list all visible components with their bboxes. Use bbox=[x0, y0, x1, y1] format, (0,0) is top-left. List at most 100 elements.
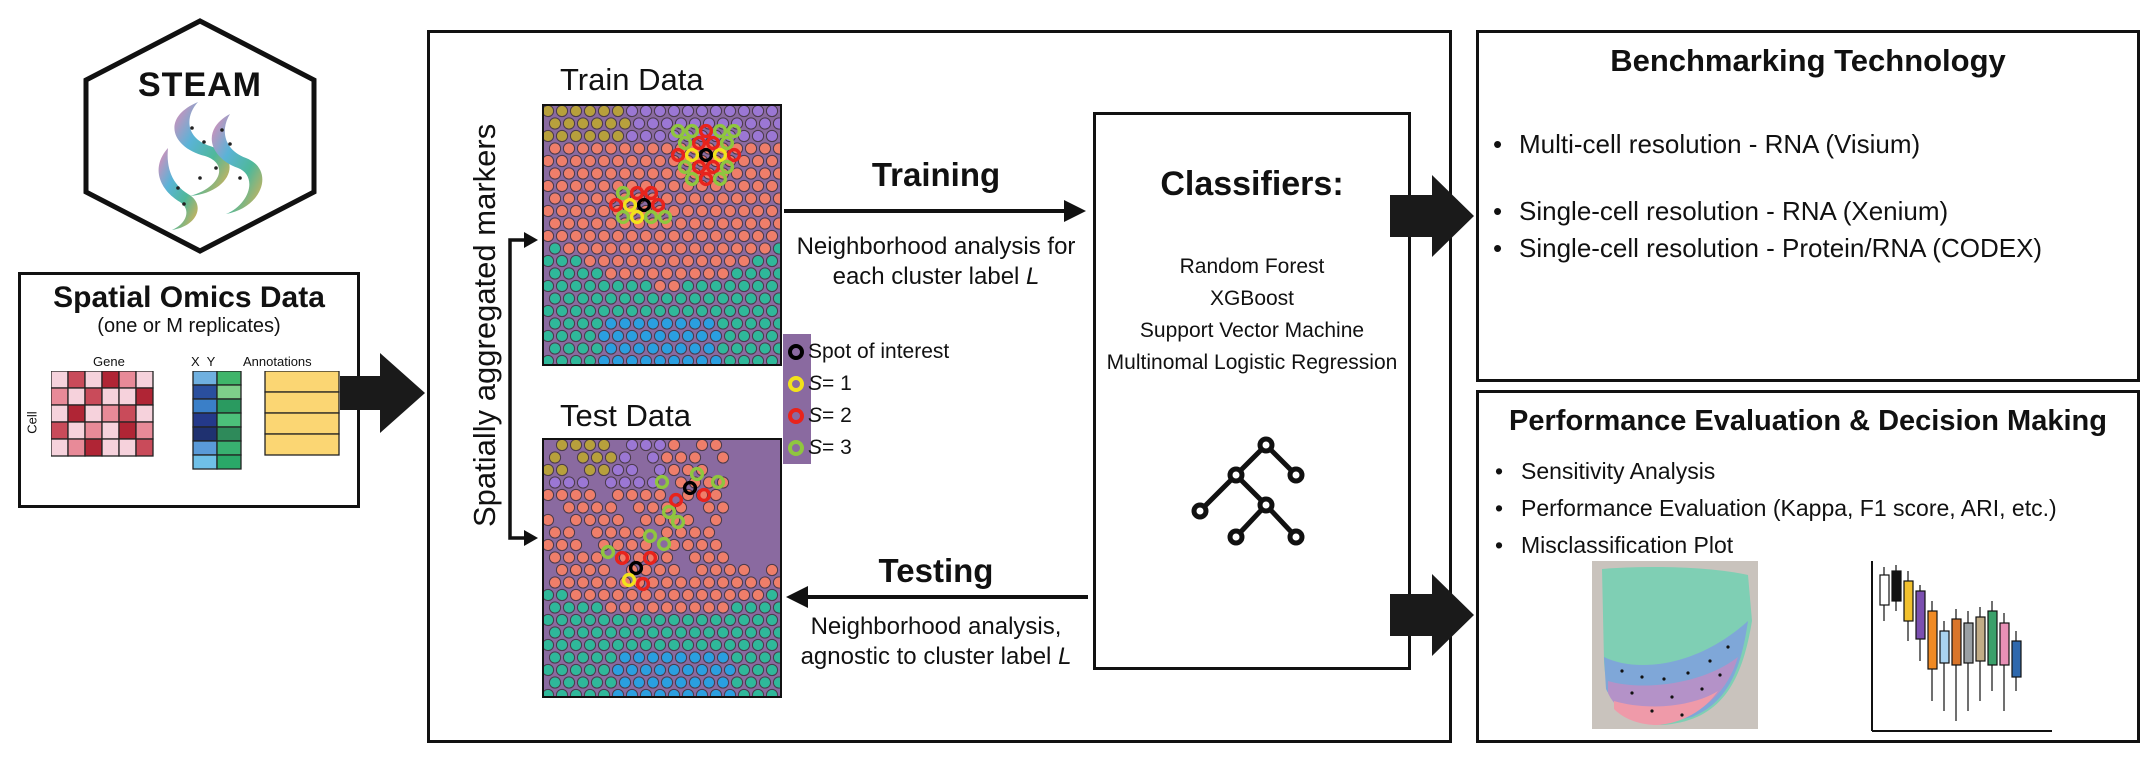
tissue-spot bbox=[681, 254, 695, 268]
tissue-spot bbox=[695, 538, 709, 552]
tissue-spot bbox=[625, 329, 639, 343]
train-tissue-image bbox=[542, 104, 782, 366]
tissue-spot bbox=[772, 651, 780, 664]
neighborhood-ring bbox=[705, 135, 721, 151]
tissue-spot bbox=[562, 651, 576, 664]
tissue-spot bbox=[590, 651, 604, 664]
tissue-spot bbox=[744, 576, 758, 589]
tissue-spot bbox=[765, 354, 779, 364]
tissue-spot bbox=[667, 613, 681, 627]
tissue-spot bbox=[576, 292, 590, 305]
tissue-spot bbox=[660, 167, 674, 180]
tissue-spot bbox=[688, 551, 702, 564]
tissue-spot bbox=[639, 229, 653, 243]
tissue-spot bbox=[576, 217, 590, 230]
tissue-spot bbox=[569, 688, 583, 696]
tissue-spot bbox=[667, 304, 681, 318]
tissue-spot bbox=[632, 626, 646, 639]
tissue-spot bbox=[709, 563, 723, 577]
tissue-spot bbox=[765, 106, 779, 118]
tissue-spot bbox=[548, 676, 562, 689]
tissue-spot bbox=[758, 292, 772, 305]
tissue-spot bbox=[611, 613, 625, 627]
tissue-spot bbox=[653, 179, 667, 193]
neighborhood-ring bbox=[628, 560, 644, 576]
tissue-spot bbox=[751, 204, 765, 218]
tissue-spot bbox=[632, 317, 646, 330]
tissue-spot bbox=[751, 638, 765, 652]
benchmark-item: Single-cell resolution - RNA (Xenium) bbox=[1493, 196, 2042, 227]
tissue-spot bbox=[695, 663, 709, 677]
tissue-spot bbox=[702, 576, 716, 589]
tissue-spot bbox=[562, 576, 576, 589]
tissue-spot bbox=[583, 588, 597, 602]
tissue-spot bbox=[695, 638, 709, 652]
neighborhood-ring bbox=[636, 197, 652, 213]
neighborhood-ring bbox=[670, 147, 686, 163]
tissue-spot bbox=[583, 329, 597, 343]
legend: Spot of interest S = 1 S = 2 S = 3 bbox=[788, 336, 949, 464]
tissue-spot bbox=[618, 626, 632, 639]
tissue-spot bbox=[688, 676, 702, 689]
tissue-spot bbox=[751, 179, 765, 193]
tissue-spot bbox=[544, 663, 555, 677]
tissue-spot bbox=[667, 329, 681, 343]
tissue-spot bbox=[555, 304, 569, 318]
s2-ring-icon bbox=[788, 408, 804, 424]
tissue-spot bbox=[702, 217, 716, 230]
tissue-spot bbox=[625, 663, 639, 677]
tissue-spot bbox=[674, 676, 688, 689]
test-tissue-image bbox=[542, 438, 782, 698]
neighborhood-ring bbox=[710, 474, 726, 490]
tissue-spot bbox=[548, 317, 562, 330]
tissue-spot bbox=[688, 242, 702, 255]
tissue-spot bbox=[646, 626, 660, 639]
tissue-spot bbox=[597, 154, 611, 168]
tissue-spot bbox=[674, 192, 688, 205]
tissue-spot bbox=[744, 676, 758, 689]
tissue-spot bbox=[730, 242, 744, 255]
logo-text: STEAM bbox=[138, 66, 262, 104]
tissue-spot bbox=[646, 651, 660, 664]
tissue-spot bbox=[576, 317, 590, 330]
tissue-spot bbox=[765, 229, 779, 243]
neighborhood-ring bbox=[642, 528, 658, 544]
tissue-spot bbox=[597, 229, 611, 243]
tissue-spot bbox=[555, 106, 569, 118]
tissue-spot bbox=[667, 179, 681, 193]
tissue-spot bbox=[674, 342, 688, 355]
tissue-spot bbox=[597, 106, 611, 118]
neighborhood-ring bbox=[691, 159, 707, 175]
tissue-spot bbox=[625, 279, 639, 293]
tissue-spot bbox=[625, 304, 639, 318]
tissue-spot bbox=[688, 267, 702, 280]
train-spot-grid bbox=[544, 106, 780, 364]
tissue-spot bbox=[653, 304, 667, 318]
tissue-spot bbox=[709, 688, 723, 696]
tissue-spot bbox=[667, 663, 681, 677]
neighborhood-ring bbox=[661, 504, 677, 520]
neighborhood-ring bbox=[668, 492, 684, 508]
tissue-spot bbox=[555, 588, 569, 602]
legend-item-s3: S = 3 bbox=[788, 432, 949, 464]
tissue-spot bbox=[667, 688, 681, 696]
tissue-spot bbox=[695, 254, 709, 268]
tissue-spot bbox=[639, 106, 653, 118]
evaluation-list: Sensitivity Analysis Performance Evaluat… bbox=[1495, 453, 2057, 564]
tissue-spot bbox=[646, 167, 660, 180]
tissue-spot bbox=[639, 154, 653, 168]
tissue-spot bbox=[618, 117, 632, 130]
tissue-spot bbox=[639, 304, 653, 318]
tissue-spot bbox=[737, 254, 751, 268]
tissue-spot bbox=[758, 117, 772, 130]
tissue-spot bbox=[583, 204, 597, 218]
tissue-spot bbox=[548, 451, 562, 464]
tissue-spot bbox=[576, 267, 590, 280]
tissue-spot bbox=[716, 501, 730, 514]
tissue-spot bbox=[632, 142, 646, 155]
tissue-spot bbox=[544, 329, 555, 343]
tissue-spot bbox=[590, 551, 604, 564]
tissue-spot bbox=[723, 179, 737, 193]
tissue-spot bbox=[709, 254, 723, 268]
tissue-spot bbox=[765, 154, 779, 168]
